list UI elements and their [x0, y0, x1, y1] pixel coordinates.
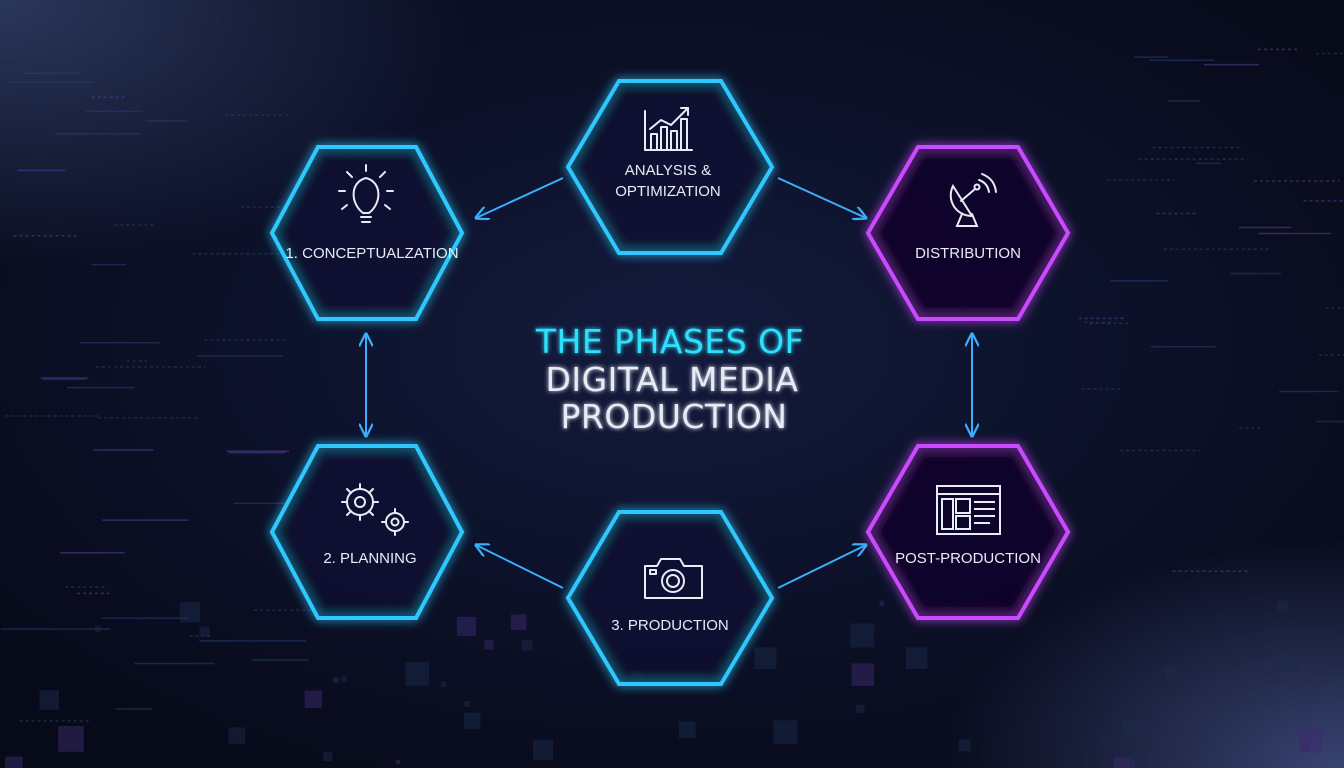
phase-distribution: DISTRIBUTION [865, 145, 1071, 321]
circuit-block [464, 712, 481, 729]
title-line-2: DIGITAL MEDIA [545, 360, 798, 399]
lightbulb-icon [338, 164, 394, 223]
circuit-block [905, 647, 928, 669]
circuit-block [199, 626, 210, 637]
hexagon-post-production [865, 444, 1071, 620]
phase-label-analysis-line2: OPTIMIZATION [615, 183, 721, 200]
circuit-block [340, 675, 347, 682]
circuit-block [1276, 600, 1288, 612]
circuit-block [323, 751, 333, 762]
diagram-title: THE PHASES OF DIGITAL MEDIA PRODUCTION [535, 322, 804, 436]
circuit-block [773, 720, 798, 745]
circuit-block [1275, 648, 1300, 672]
circuit-block [395, 759, 401, 765]
gears-icon [341, 483, 409, 536]
circuit-block [440, 681, 447, 688]
circuit-block [39, 690, 60, 710]
circuit-block [58, 725, 84, 752]
phase-label-distribution: DISTRIBUTION [915, 245, 1021, 262]
circuit-block [179, 602, 201, 623]
circuit-block [456, 616, 477, 636]
phase-label-planning: 2. PLANNING [323, 550, 416, 567]
circuit-block [5, 756, 23, 768]
phase-production: 3. PRODUCTION [565, 510, 775, 686]
circuit-block [851, 663, 875, 686]
circuit-block [533, 739, 553, 760]
hexagon-planning [269, 444, 465, 620]
circuit-block [521, 639, 533, 651]
circuit-block [228, 727, 246, 744]
circuit-block [856, 704, 865, 714]
phase-label-analysis-line1: ANALYSIS & [625, 162, 711, 179]
phase-post-production: POST-PRODUCTION [865, 444, 1071, 620]
arrow-production-to-post-production [777, 545, 866, 589]
hexagon-distribution [865, 145, 1071, 321]
editing-window-icon [936, 485, 1001, 535]
satellite-dish-icon [949, 173, 997, 227]
arrow-analysis-to-distribution [777, 177, 866, 218]
title-line-3: PRODUCTION [561, 397, 788, 436]
background-circuit-pattern [0, 48, 1344, 768]
circuit-block [1301, 742, 1311, 752]
hexagon-conceptualization [269, 145, 465, 321]
circuit-block [333, 677, 339, 683]
circuit-block [850, 623, 875, 648]
title-line-1: THE PHASES OF [535, 322, 804, 361]
camera-icon [644, 558, 703, 599]
circuit-block [958, 739, 971, 752]
circuit-block [1129, 752, 1143, 766]
phase-label-post-production: POST-PRODUCTION [895, 550, 1041, 567]
phase-planning: 2. PLANNING [269, 444, 465, 620]
circuit-block [94, 625, 101, 632]
circuit-block [1113, 757, 1135, 768]
hexagon-analysis-optimization [565, 79, 775, 255]
circuit-block [1122, 719, 1142, 739]
circuit-block [678, 721, 696, 739]
phase-conceptualization: 1. CONCEPTUALZATION [269, 145, 465, 321]
bar-chart-icon [644, 107, 693, 151]
circuit-block [405, 661, 430, 686]
circuit-block [484, 640, 494, 650]
circuit-block [510, 614, 527, 630]
phase-label-production: 3. PRODUCTION [611, 617, 729, 634]
arrow-production-to-planning [476, 545, 564, 589]
circuit-block [304, 690, 323, 708]
circuit-block [754, 647, 777, 670]
phase-label-conceptualization: 1. CONCEPTUALZATION [285, 245, 458, 262]
circuit-block [1165, 666, 1179, 679]
connector-arrows [366, 177, 972, 589]
phase-analysis-optimization: ANALYSIS & OPTIMIZATION [565, 79, 775, 255]
circuit-block [879, 601, 884, 606]
circuit-block [463, 700, 470, 707]
arrow-analysis-to-conceptualization [476, 177, 564, 218]
